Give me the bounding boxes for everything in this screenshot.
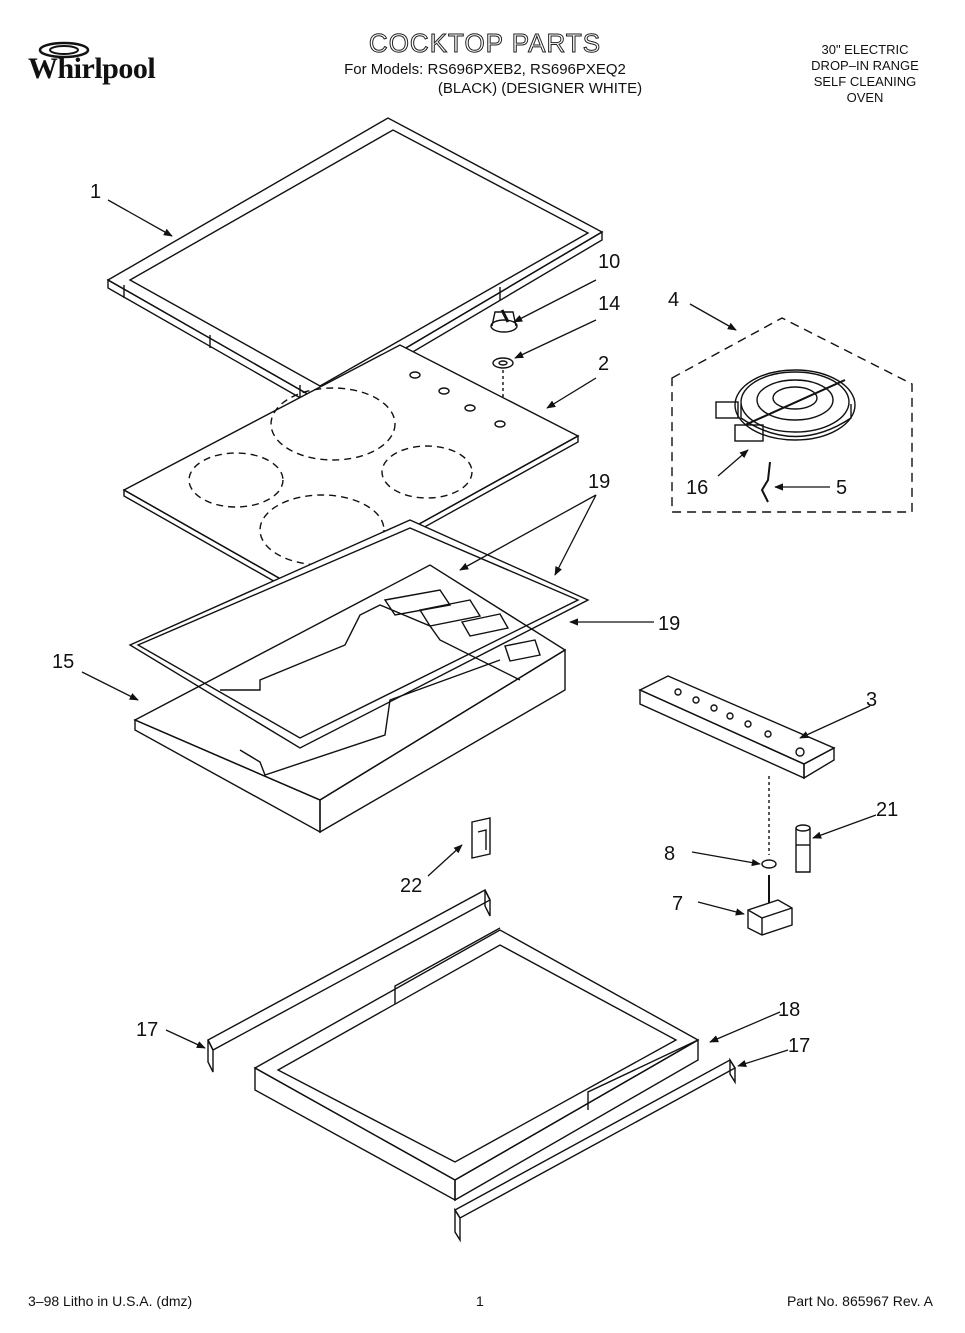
callout-17-left: 17: [136, 1019, 158, 1041]
part-7-switch: [747, 875, 793, 936]
callout-18: 18: [778, 999, 800, 1021]
callout-8: 8: [664, 843, 675, 865]
callout-21: 21: [876, 799, 898, 821]
part-17-rail-left: [207, 889, 491, 1073]
part-19-gasket: [128, 519, 590, 749]
footer-page-number: 1: [476, 1293, 484, 1309]
product-line-1: 30" ELECTRIC: [821, 42, 909, 57]
part-14-washer: [492, 357, 514, 420]
title-block: COCKTOP PARTS For Models: RS696PXEB2, RS…: [300, 28, 670, 98]
product-line-3: SELF CLEANING: [813, 74, 917, 89]
part-18-tray: [253, 927, 700, 1202]
part-8-washer: [761, 859, 777, 869]
product-line-4: OVEN: [846, 90, 884, 105]
logo-swirl-icon: [38, 41, 90, 59]
callout-16: 16: [686, 477, 708, 499]
part-3-control-panel: [638, 675, 836, 855]
callout-14: 14: [598, 293, 620, 315]
footer-part-number: Part No. 865967 Rev. A: [786, 1293, 933, 1309]
callout-3: 3: [866, 689, 877, 711]
callout-15: 15: [52, 651, 74, 673]
part-21-connector: [795, 824, 811, 873]
page-title: COCKTOP PARTS: [368, 28, 602, 59]
footer-litho: 3–98 Litho in U.S.A. (dmz): [28, 1293, 193, 1309]
callout-4: 4: [668, 289, 679, 311]
callout-19-side: 19: [658, 613, 680, 635]
callout-19-top: 19: [588, 471, 610, 493]
part-10-knob: [490, 309, 518, 333]
part-17-rail-right: [454, 1057, 736, 1243]
callout-17-right: 17: [788, 1035, 810, 1057]
callout-1: 1: [90, 181, 101, 203]
callout-5: 5: [836, 477, 847, 499]
callout-22: 22: [400, 875, 422, 897]
part-22-clip: [471, 817, 491, 859]
part-1-top-frame: [106, 117, 604, 410]
part-15-burner-box: [133, 564, 567, 834]
part-4-radiant-element-group: [671, 317, 913, 513]
callout-2: 2: [598, 353, 609, 375]
callout-7: 7: [672, 893, 683, 915]
whirlpool-logo: Whirlpool: [28, 40, 203, 100]
brand-wordmark: Whirlpool: [28, 52, 156, 85]
callout-10: 10: [598, 251, 620, 273]
variants-line: (BLACK) (DESIGNER WHITE): [437, 80, 643, 97]
product-description: 30" ELECTRIC DROP–IN RANGE SELF CLEANING…: [785, 42, 945, 106]
product-line-2: DROP–IN RANGE: [811, 58, 919, 73]
models-line: For Models: RS696PXEB2, RS696PXEQ2: [344, 61, 626, 78]
